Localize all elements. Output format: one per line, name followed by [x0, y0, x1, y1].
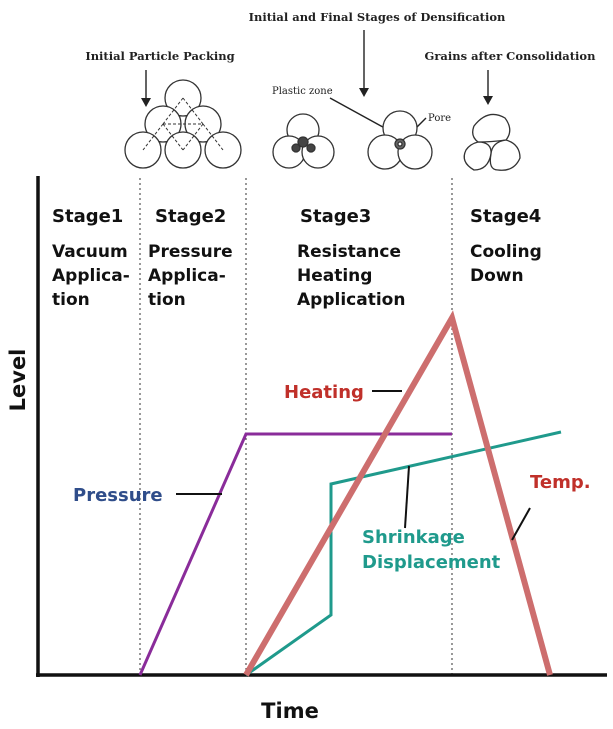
densification-stage1-icon — [272, 113, 335, 169]
heating-label: Heating — [284, 382, 364, 403]
plastic-zone-label: Plastic zone — [272, 86, 333, 97]
grains-label: Grains after Consolidation — [425, 49, 597, 63]
y-axis-label: Level — [6, 349, 30, 412]
x-axis-label: Time — [261, 699, 319, 723]
stage-1-title: Stage1 — [52, 206, 123, 227]
axes — [36, 176, 607, 677]
temperature-curve — [243, 310, 553, 677]
pore-label: Pore — [428, 113, 451, 124]
stage-2-title: Stage2 — [155, 206, 226, 227]
stage-1-line: Applica- — [52, 266, 130, 286]
grains-icon — [463, 113, 521, 171]
stage-1-line: tion — [52, 290, 90, 310]
shrinkage-curve — [245, 430, 562, 677]
displacement-label: Displacement — [362, 552, 501, 573]
stage-3: Stage3 Resistance Heating Application — [297, 206, 405, 310]
stage-3-line: Application — [297, 290, 405, 310]
stage-4-line: Cooling — [470, 242, 542, 262]
label-arrows — [141, 30, 493, 136]
stage-2: Stage2 Pressure Applica- tion — [148, 206, 233, 310]
stage-2-line: Applica- — [148, 266, 226, 286]
densification-stage2-icon — [367, 110, 433, 170]
stage-2-line: Pressure — [148, 242, 233, 262]
pressure-label: Pressure — [73, 485, 163, 506]
stage-3-title: Stage3 — [300, 206, 371, 227]
stage-2-line: tion — [148, 290, 186, 310]
label-leaders — [176, 390, 531, 541]
stage-4-title: Stage4 — [470, 206, 541, 227]
stage-3-line: Resistance — [297, 242, 401, 262]
densification-label: Initial and Final Stages of Densificatio… — [249, 10, 506, 24]
packing-label: Initial Particle Packing — [85, 49, 234, 63]
temp-label: Temp. — [530, 472, 591, 493]
stage-1-line: Vacuum — [52, 242, 128, 262]
stage-1: Stage1 Vacuum Applica- tion — [52, 206, 130, 310]
stage-4: Stage4 Cooling Down — [470, 206, 542, 286]
particle-packing-icon — [124, 79, 242, 169]
stage-3-line: Heating — [297, 266, 372, 286]
shrinkage-label: Shrinkage — [362, 527, 465, 548]
stage-4-line: Down — [470, 266, 524, 286]
